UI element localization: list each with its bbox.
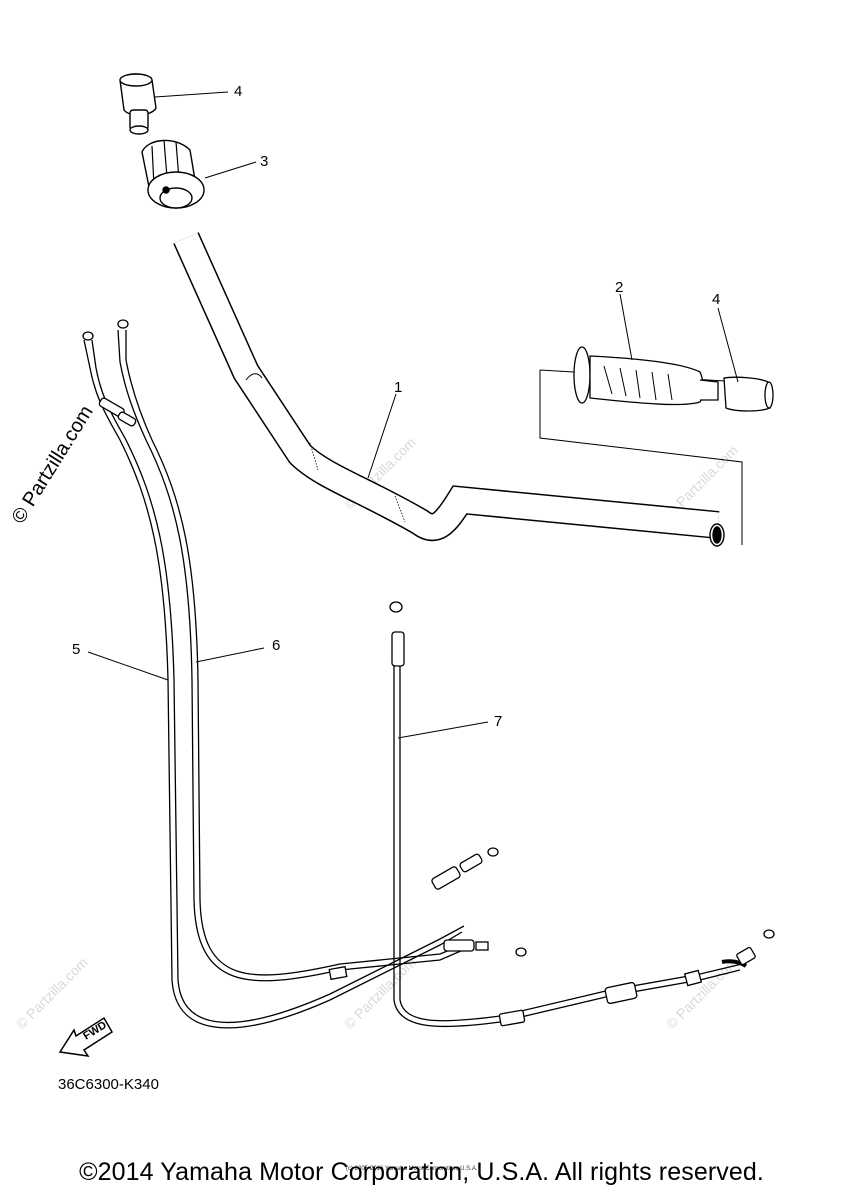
watermark-faint: © Partzilla.com: [13, 954, 91, 1032]
cable-7: [389, 601, 775, 1028]
watermark-side: © Partzilla.com: [8, 402, 98, 528]
callout-2: 2: [615, 279, 623, 296]
handlebar: [173, 232, 725, 547]
right-grip-assembly: [539, 346, 774, 545]
copyright-notice: ©2014 Yamaha Motor Corporation, U.S.A. A…: [79, 1158, 764, 1186]
callout-1: 1: [394, 379, 402, 396]
diagram-code: 36C6300-K340: [58, 1076, 159, 1093]
bar-end-top: [119, 73, 157, 135]
callouts: 4 3 1 2 4 5 6 7: [72, 83, 720, 730]
leader-lines: [87, 91, 739, 739]
small-print: (c) 2005-2016 Yamaha Motor Corporation, …: [346, 1166, 478, 1172]
left-grip: [141, 139, 205, 209]
callout-3: 3: [260, 153, 268, 170]
watermark-faint: © Partzilla.com: [663, 954, 741, 1032]
throttle-cables: [82, 319, 527, 1029]
callout-6: 6: [272, 637, 280, 654]
fwd-arrow-icon: FWD: [58, 1016, 114, 1057]
callout-4-right: 4: [712, 291, 720, 308]
callout-4-top: 4: [234, 83, 242, 100]
callout-7: 7: [494, 713, 502, 730]
callout-5: 5: [72, 641, 80, 658]
